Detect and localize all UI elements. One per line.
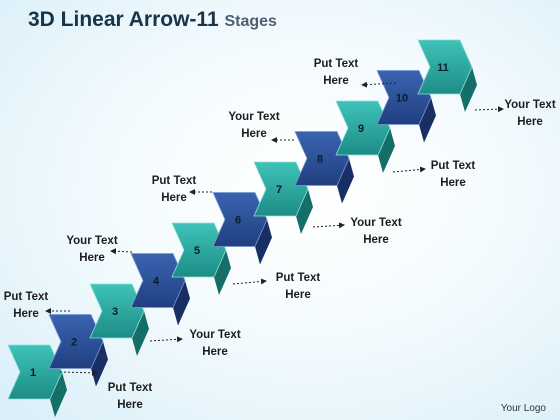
connector-arrow-1 bbox=[59, 369, 98, 376]
connector-arrow-5 bbox=[232, 278, 267, 285]
connector-arrow-3 bbox=[149, 336, 183, 343]
chevron-side-face bbox=[132, 311, 149, 356]
chevron-front-face bbox=[417, 39, 473, 95]
title-main: 3D Linear Arrow-11 bbox=[28, 8, 219, 31]
stage-number: 8 bbox=[317, 154, 323, 166]
chevron-front-face bbox=[253, 161, 309, 217]
chevron-side-face bbox=[50, 372, 67, 417]
chevron-side-face bbox=[214, 250, 231, 295]
chevron-front-face bbox=[130, 253, 186, 308]
chevron-front-face bbox=[335, 100, 391, 156]
title-sub: Stages bbox=[224, 13, 277, 30]
stage-number: 2 bbox=[71, 337, 77, 349]
chevron-stages: 1 2 3 4 5 6 7 8 9 10 11 bbox=[7, 39, 477, 417]
connector-arrow-10 bbox=[361, 81, 397, 88]
chevron-front-face bbox=[89, 283, 145, 339]
chevron-side-face bbox=[173, 280, 190, 326]
chevron-stage-8: 8 bbox=[294, 131, 354, 204]
stage-number: 9 bbox=[358, 123, 364, 135]
label-line-2: Here bbox=[202, 346, 228, 358]
chevron-side-face bbox=[337, 158, 354, 204]
connector-arrow-9 bbox=[392, 166, 426, 173]
stage-number: 10 bbox=[396, 93, 408, 105]
label-line-1: Put Text bbox=[3, 291, 49, 303]
label-line-2: Here bbox=[13, 308, 39, 320]
stage-number: 4 bbox=[153, 276, 160, 288]
label-line-2: Here bbox=[161, 192, 187, 204]
chevron-side-face bbox=[460, 67, 477, 112]
chevron-front-face bbox=[294, 131, 350, 186]
chevron-front-face bbox=[376, 70, 432, 125]
chevron-stage-4: 4 bbox=[130, 253, 190, 326]
label-line-1: Your Text bbox=[189, 329, 241, 341]
chevron-side-face bbox=[378, 128, 395, 173]
chevron-side-face bbox=[296, 189, 313, 234]
label-connectors bbox=[45, 81, 504, 376]
chevron-side-face bbox=[419, 97, 436, 143]
stage-number: 5 bbox=[194, 245, 200, 257]
label-line-1: Put Text bbox=[107, 382, 153, 394]
chevron-side-face bbox=[255, 219, 272, 265]
label-line-2: Here bbox=[363, 234, 389, 246]
chevron-stage-7: 7 bbox=[253, 161, 313, 234]
label-line-1: Put Text bbox=[430, 160, 476, 172]
chevron-stage-1: 1 bbox=[7, 344, 67, 417]
stage-number: 7 bbox=[276, 184, 282, 196]
chevron-front-face bbox=[7, 344, 63, 400]
stage-number: 11 bbox=[437, 62, 449, 74]
chevron-front-face bbox=[212, 192, 268, 247]
connector-arrow-4 bbox=[110, 248, 133, 255]
label-line-2: Here bbox=[440, 177, 466, 189]
label-line-2: Here bbox=[117, 399, 143, 411]
label-line-1: Your Text bbox=[228, 111, 280, 123]
chevron-stage-3: 3 bbox=[89, 283, 149, 356]
connector-arrow-7 bbox=[312, 222, 345, 229]
chevron-stage-10: 10 bbox=[376, 70, 436, 143]
label-line-2: Here bbox=[79, 252, 105, 264]
logo-text: Your Logo bbox=[500, 403, 546, 414]
chevron-stage-9: 9 bbox=[335, 100, 395, 173]
label-line-2: Here bbox=[517, 116, 543, 128]
label-line-2: Here bbox=[241, 128, 267, 140]
stage-number: 1 bbox=[30, 367, 36, 379]
stage-number: 3 bbox=[112, 306, 118, 318]
label-line-2: Here bbox=[323, 75, 349, 87]
label-line-1: Put Text bbox=[313, 58, 359, 70]
chevron-front-face bbox=[48, 314, 104, 369]
slide-title: 3D Linear Arrow-11 Stages bbox=[28, 6, 277, 36]
chevron-stage-6: 6 bbox=[212, 192, 272, 265]
label-line-1: Your Text bbox=[66, 235, 118, 247]
chevron-stage-11: 11 bbox=[417, 39, 477, 112]
label-line-2: Here bbox=[285, 289, 311, 301]
chevron-front-face bbox=[171, 222, 227, 278]
stage-number: 6 bbox=[235, 215, 241, 227]
label-line-1: Put Text bbox=[275, 272, 321, 284]
label-line-1: Put Text bbox=[151, 175, 197, 187]
chevron-stage-5: 5 bbox=[171, 222, 231, 295]
label-line-1: Your Text bbox=[504, 99, 556, 111]
label-line-1: Your Text bbox=[350, 217, 402, 229]
connector-arrow-11 bbox=[474, 106, 504, 113]
